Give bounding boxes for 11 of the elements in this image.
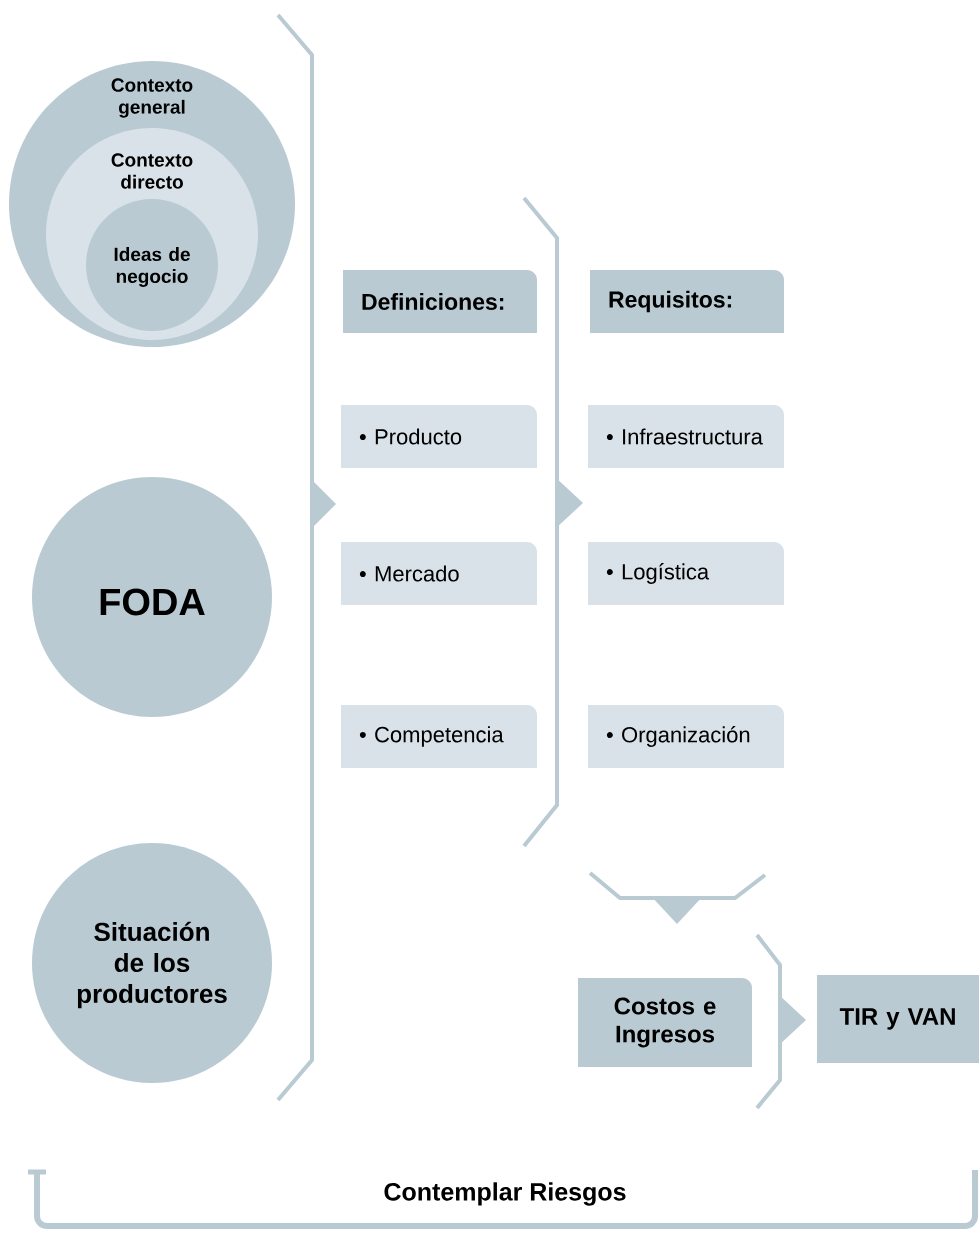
text-box: • Infraestructura: [588, 405, 784, 468]
text-box: Definiciones:: [343, 270, 537, 333]
text-box: • Organización: [588, 705, 784, 768]
text-box: TIR y VAN: [817, 975, 979, 1063]
text-box: Requisitos:: [590, 270, 784, 333]
text-box: Costos e Ingresos: [578, 978, 752, 1067]
text-box: • Mercado: [341, 542, 537, 605]
text-box: • Competencia: [341, 705, 537, 768]
text-box: • Logística: [588, 542, 784, 605]
text-box: • Producto: [341, 405, 537, 468]
label: Contemplar Riesgos: [384, 1182, 626, 1206]
